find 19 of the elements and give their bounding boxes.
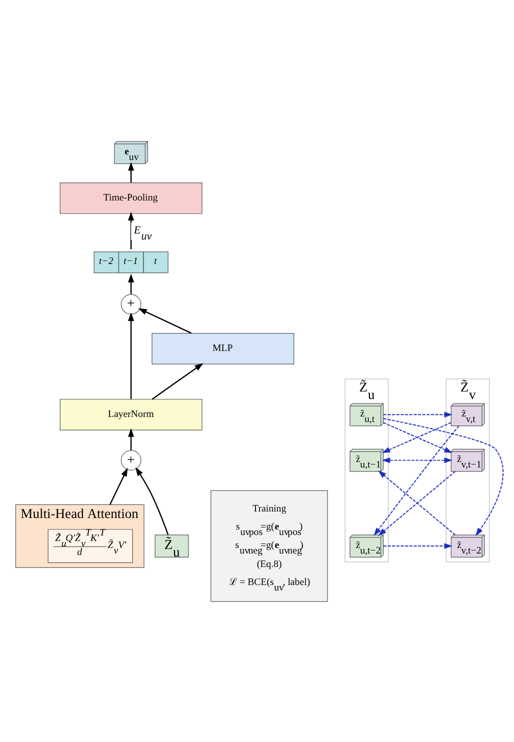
arrow: [128, 273, 134, 294]
arrow: [128, 211, 134, 249]
arrow: [382, 456, 452, 463]
node-box: MLP: [152, 332, 294, 364]
arrow: [128, 161, 134, 182]
arrow: [109, 467, 128, 504]
node-circle: +: [120, 294, 142, 314]
arrow: [128, 312, 134, 399]
arrow: [374, 424, 460, 536]
arrow: [128, 428, 134, 450]
arrow: [152, 362, 204, 400]
arrow: [382, 418, 504, 536]
arrow: [382, 542, 452, 548]
node-circle: +: [120, 450, 142, 470]
arrow: [135, 466, 169, 535]
node-box: LayerNorm: [60, 398, 202, 430]
arrow: [382, 411, 452, 418]
node-box: Time-Pooling: [60, 182, 202, 214]
arrow: [138, 308, 192, 334]
